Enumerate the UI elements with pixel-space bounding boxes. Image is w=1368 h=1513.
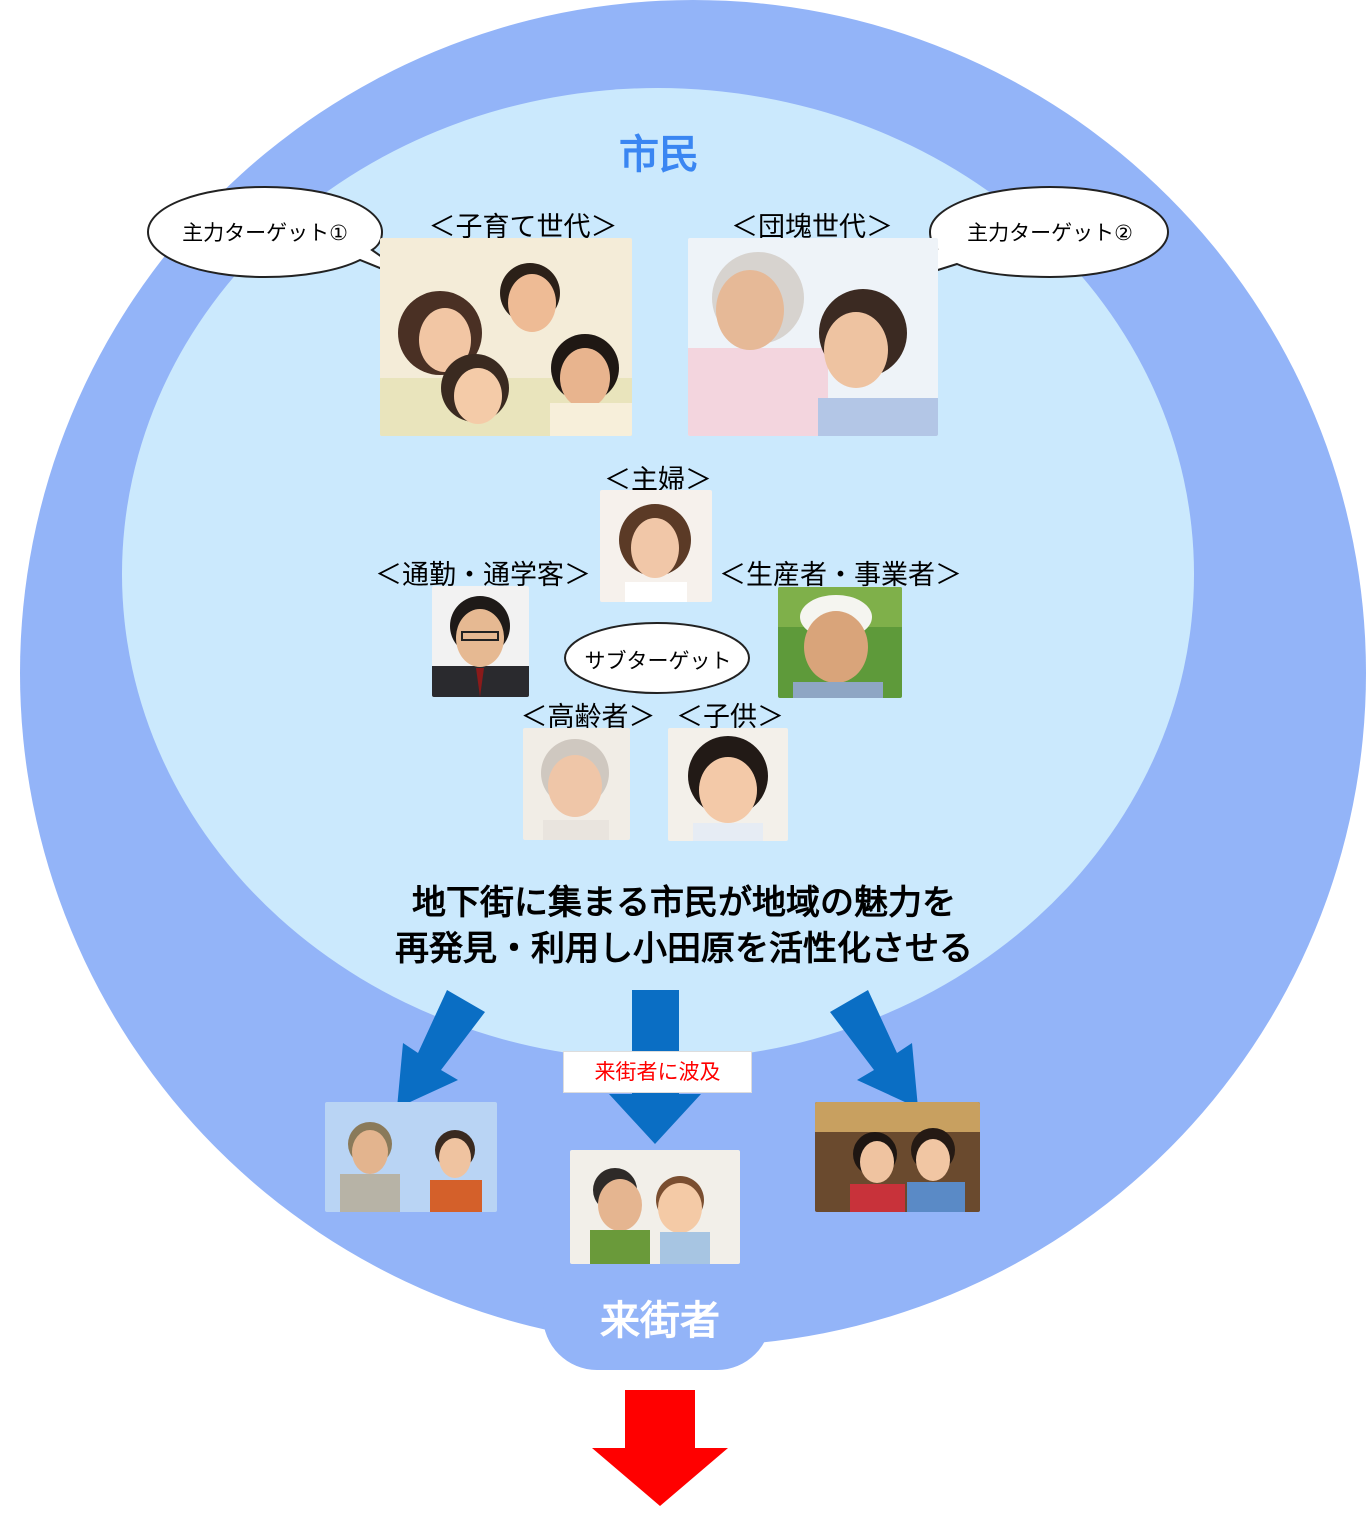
arrow-down-left <box>397 990 485 1108</box>
ripple-label: 来街者に波及 <box>563 1051 752 1093</box>
main-target-1-bubble <box>146 185 400 279</box>
producer-photo <box>778 587 902 698</box>
group-label-child-rearing: ＜子育て世代＞ <box>428 212 618 243</box>
group-label-commuter: ＜通勤・通学客＞ <box>375 560 591 591</box>
commuter-photo <box>432 586 529 697</box>
arrow-down-right <box>830 990 918 1108</box>
boomer-couple-photo <box>688 238 938 436</box>
group-label-elderly: ＜高齢者＞ <box>520 702 656 733</box>
family-photo <box>380 238 632 436</box>
group-label-children: ＜子供＞ <box>676 702 784 733</box>
visitor-title: 来街者 <box>600 1298 720 1344</box>
visitor-parent-baby-photo <box>570 1150 740 1264</box>
headline-line-1: 地下街に集まる市民が地域の魅力を <box>412 883 956 923</box>
group-label-baby-boomer: ＜団塊世代＞ <box>731 212 893 243</box>
main-target-2-bubble <box>889 185 1170 286</box>
elderly-photo <box>523 728 630 840</box>
red-down-arrow <box>592 1390 728 1506</box>
sub-target-label: サブターゲット <box>584 649 732 673</box>
main-target-2-label: 主力ターゲット② <box>967 221 1133 245</box>
visitor-label-tab <box>543 1262 771 1370</box>
housewife-photo <box>600 490 712 602</box>
sub-target-bubble <box>564 622 750 694</box>
group-label-producer: ＜生産者・事業者＞ <box>719 560 962 591</box>
headline-line-2: 再発見・利用し小田原を活性化させる <box>395 929 973 969</box>
citizen-title: 市民 <box>619 132 699 178</box>
visitor-friends-photo <box>815 1102 980 1212</box>
child-photo <box>668 728 788 841</box>
main-target-1-label: 主力ターゲット① <box>182 221 348 245</box>
visitor-couple-photo <box>325 1102 497 1212</box>
